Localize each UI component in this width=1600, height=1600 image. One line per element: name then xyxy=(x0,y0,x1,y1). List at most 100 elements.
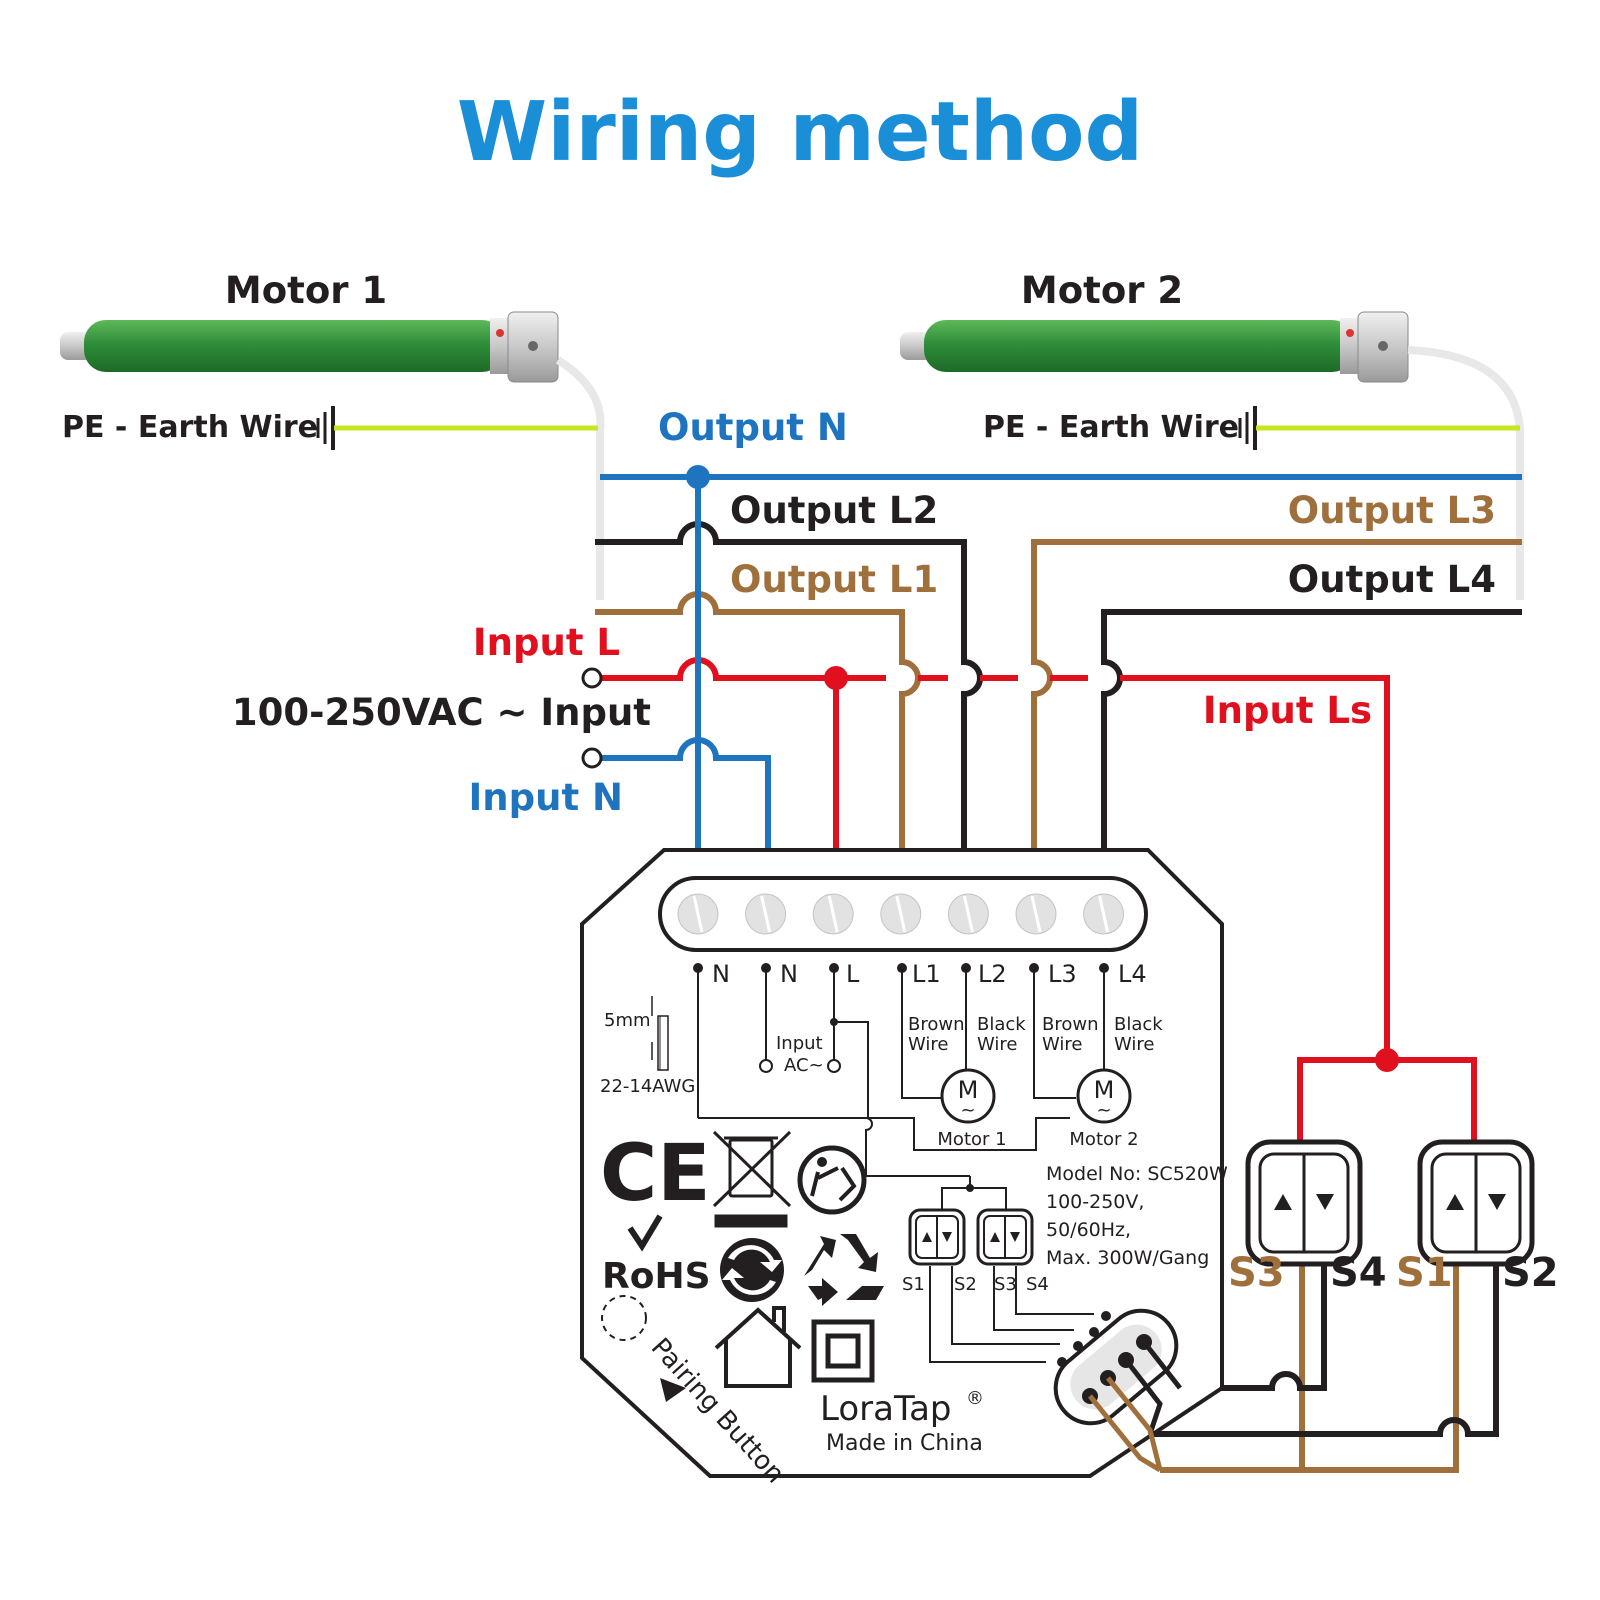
switch-s1-s2[interactable] xyxy=(1417,1139,1535,1267)
down-arrow-icon[interactable] xyxy=(1488,1194,1506,1210)
terminal-n1: N xyxy=(712,960,730,988)
earth-icon xyxy=(316,406,335,450)
s1-wire xyxy=(1160,1262,1459,1473)
switch-label-s1: S1 xyxy=(1396,1250,1453,1296)
terminal-l3: L3 xyxy=(1048,960,1077,988)
output-l3-label: Output L3 xyxy=(1288,489,1496,532)
screw-slot xyxy=(895,895,907,933)
motor-2-tube xyxy=(924,320,1354,372)
recycle-person-icon xyxy=(797,1145,867,1215)
motor-2-shaft xyxy=(900,332,932,360)
strip-length-icon xyxy=(651,996,669,1071)
mini-label-s3: S3 xyxy=(994,1274,1017,1295)
brand-name: LoraTap xyxy=(820,1389,952,1429)
mini-switch-s1-s2 xyxy=(908,1208,966,1266)
svg-text:Wire: Wire xyxy=(977,1034,1017,1055)
input-n-terminal xyxy=(581,747,603,769)
input-l-terminal xyxy=(581,667,603,689)
terminal-l1: L1 xyxy=(912,960,941,988)
output-l4-wire xyxy=(1101,609,1522,852)
made-in-label: Made in China xyxy=(826,1431,983,1456)
motor-2-symbol xyxy=(1076,1068,1132,1124)
junction-dot xyxy=(686,465,710,489)
junction-dot xyxy=(1375,1048,1399,1072)
brown-wire-note-2: Brown xyxy=(1042,1014,1099,1035)
up-arrow-icon[interactable] xyxy=(1274,1194,1292,1210)
weee-bin-icon xyxy=(712,1130,792,1228)
up-arrow-icon xyxy=(990,1232,1000,1242)
spec-voltage: 100-250V, xyxy=(1046,1191,1144,1213)
down-arrow-icon xyxy=(942,1232,952,1242)
up-arrow-icon xyxy=(922,1232,932,1242)
down-arrow-icon[interactable] xyxy=(1316,1194,1334,1210)
awg-label: 22-14AWG xyxy=(600,1076,695,1097)
switch-label-s4: S4 xyxy=(1330,1250,1387,1296)
mini-label-s4: S4 xyxy=(1026,1274,1049,1295)
mini-switch-s3-s4 xyxy=(976,1208,1034,1266)
input-ac-label: Input xyxy=(776,1033,823,1054)
strip-length-label: 5mm xyxy=(604,1010,651,1031)
spec-power: Max. 300W/Gang xyxy=(1046,1247,1209,1269)
svg-text:RoHS: RoHS xyxy=(602,1256,711,1297)
down-arrow-icon xyxy=(1010,1232,1020,1242)
pairing-arrow-icon xyxy=(660,1378,686,1402)
switch-label-s2: S2 xyxy=(1502,1250,1559,1296)
internal-schematic xyxy=(697,968,1105,1363)
smart-module: N N L L1 L2 L3 L4 xyxy=(580,848,1228,1489)
registered-mark: ® xyxy=(966,1388,984,1409)
switch-s3-s4[interactable] xyxy=(1245,1139,1363,1267)
screw-slot xyxy=(760,895,772,933)
switch-connector xyxy=(1053,1308,1182,1473)
motor-1-shaft xyxy=(60,332,92,360)
mini-label-s1: S1 xyxy=(902,1274,925,1295)
black-wire-note-2: Black xyxy=(1114,1014,1163,1035)
recycle-triangle-icon xyxy=(804,1234,884,1306)
double-insulation-icon xyxy=(811,1319,875,1383)
output-l3-wire xyxy=(1031,539,1522,852)
ac-input-label: 100-250VAC ~ Input xyxy=(232,691,651,734)
motor-1: Motor 1 PE - Earth Wire xyxy=(60,269,605,600)
terminal-screws xyxy=(677,893,1125,935)
output-l1-wire xyxy=(595,591,921,852)
up-arrow-icon[interactable] xyxy=(1446,1194,1464,1210)
output-l2-label: Output L2 xyxy=(730,489,938,532)
motor-2-schematic-label: Motor 2 xyxy=(1069,1129,1138,1150)
s4-wire xyxy=(1180,1262,1327,1391)
input-l-label: Input L xyxy=(473,621,620,664)
terminal-n2: N xyxy=(780,960,798,988)
mini-label-s2: S2 xyxy=(954,1274,977,1295)
motor-2-cable xyxy=(1407,346,1524,600)
screw-slot xyxy=(827,895,839,933)
brown-wire-note-1: Brown xyxy=(908,1014,965,1035)
screw-slot xyxy=(692,895,704,933)
s2-wire xyxy=(1150,1262,1499,1437)
terminal-l: L xyxy=(846,960,860,988)
rohs-check-icon: RoHS xyxy=(602,1214,711,1297)
output-l2-wire xyxy=(595,521,983,852)
earth-icon xyxy=(1238,406,1257,450)
spec-frequency: 50/60Hz, xyxy=(1046,1219,1131,1241)
pairing-button[interactable] xyxy=(601,1295,647,1341)
motor-1-schematic-label: Motor 1 xyxy=(937,1129,1006,1150)
input-n-wire xyxy=(600,737,771,852)
motor-1-symbol xyxy=(940,1068,996,1124)
svg-text:~: ~ xyxy=(960,1100,975,1121)
svg-text:~: ~ xyxy=(1096,1100,1111,1121)
spec-model: Model No: SC520W xyxy=(1046,1163,1228,1185)
terminal-l2: L2 xyxy=(978,960,1007,988)
screw-slot xyxy=(1030,895,1042,933)
junction-dot xyxy=(824,666,848,690)
svg-text:Wire: Wire xyxy=(908,1034,948,1055)
output-n-label: Output N xyxy=(658,406,848,449)
ce-mark-icon: CE xyxy=(600,1129,711,1219)
wires xyxy=(595,474,1522,1473)
page-title: Wiring method xyxy=(457,85,1143,180)
svg-text:M: M xyxy=(958,1076,979,1104)
output-l4-label: Output L4 xyxy=(1288,558,1496,601)
screw-slot xyxy=(962,895,974,933)
terminal-l4: L4 xyxy=(1118,960,1147,988)
svg-text:Wire: Wire xyxy=(1042,1034,1082,1055)
input-ls-label: Input Ls xyxy=(1203,689,1372,732)
motor-1-tube xyxy=(84,320,504,372)
